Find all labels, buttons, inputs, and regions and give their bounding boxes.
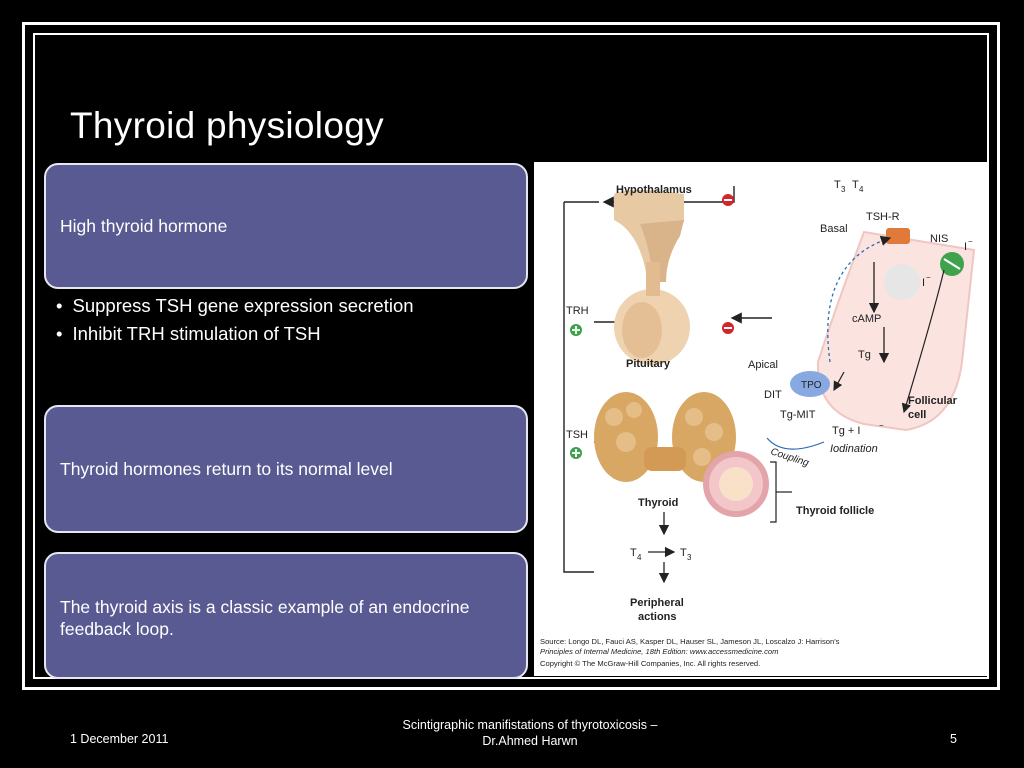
label-cell: cell [908,409,926,421]
label-top-t3-sub: 3 [841,185,846,194]
label-iodide-sup: − [968,237,973,246]
label-source-1: Source: Longo DL, Fauci AS, Kasper DL, H… [540,637,840,646]
label-actions: actions [638,611,677,623]
footer-date: 1 December 2011 [70,732,169,746]
hypothalamus-pituitary [614,190,690,365]
effects-list: Suppress TSH gene expression secretion I… [56,292,414,348]
label-thyroid: Thyroid [638,497,678,509]
label-apical: Apical [748,359,778,371]
label-t3-sub: 3 [687,553,692,562]
label-tg-mit: Tg-MIT [780,409,816,421]
label-top-t4: T [852,179,859,191]
high-hormone-text: High thyroid hormone [60,216,228,236]
label-iodide-inner-sup: − [926,273,931,282]
label-tsh: TSH [566,429,588,441]
thyroid-gland [594,392,736,482]
label-tsh-r: TSH-R [866,211,900,223]
conversion-arrows [648,512,676,584]
bullet-item: Inhibit TRH stimulation of TSH [56,320,414,348]
label-tpo: TPO [801,380,822,391]
label-copyright: Copyright © The McGraw-Hill Companies, I… [540,659,760,668]
normal-level-box: Thyroid hormones return to its normal le… [44,405,528,533]
label-trh: TRH [566,305,589,317]
label-iodide: I [964,241,967,253]
page-number: 5 [950,732,957,746]
regulation-signs [570,194,734,459]
footer-title-line-1: Scintigraphic manifistations of thyrotox… [402,718,658,732]
label-basal: Basal [820,223,848,235]
footer-title-line-2: Dr.Ahmed Harwn [482,734,578,748]
label-follicular: Follicular [908,395,958,407]
label-nis: NIS [930,233,948,245]
label-iodide-inner: I [922,277,925,289]
label-tg: Tg [858,349,871,361]
thyroid-follicle-drawing [703,451,792,523]
label-thyroid-follicle: Thyroid follicle [796,505,874,517]
label-t4-sub: 4 [637,553,642,562]
slide-title: Thyroid physiology [70,105,384,146]
slide-outer-border [22,22,1000,690]
thyroid-axis-diagram: Hypothalamus TRH Pituitary TSH Thyroid T… [540,179,976,668]
bullet-item: Suppress TSH gene expression secretion [56,292,413,320]
label-camp: cAMP [852,313,881,325]
label-t4: T [630,547,637,559]
label-coupling: Coupling [769,446,810,469]
high-hormone-box: High thyroid hormone [44,163,528,289]
normal-level-text: Thyroid hormones return to its normal le… [60,459,393,479]
label-t3: T [680,547,687,559]
label-top-t4-sub: 4 [859,185,864,194]
thyroid-axis-figure: Hypothalamus TRH Pituitary TSH Thyroid T… [534,162,988,676]
label-tg-plus-i-sup: − [879,421,884,430]
label-hypothalamus: Hypothalamus [616,184,692,196]
label-top-t3: T [834,179,841,191]
feedback-loop-box: The thyroid axis is a classic example of… [44,552,528,679]
label-dit: DIT [764,389,782,401]
label-source-2: Principles of Internal Medicine, 18th Ed… [540,647,778,656]
follicular-cell-drawing [766,228,976,450]
label-pituitary: Pituitary [626,358,671,370]
label-iodination: Iodination [830,443,878,455]
label-tg-plus-i: Tg + I [832,425,860,437]
label-peripheral: Peripheral [630,597,684,609]
feedback-loop-text: The thyroid axis is a classic example of… [60,596,470,639]
footer-title: Scintigraphic manifistations of thyrotox… [380,717,680,749]
